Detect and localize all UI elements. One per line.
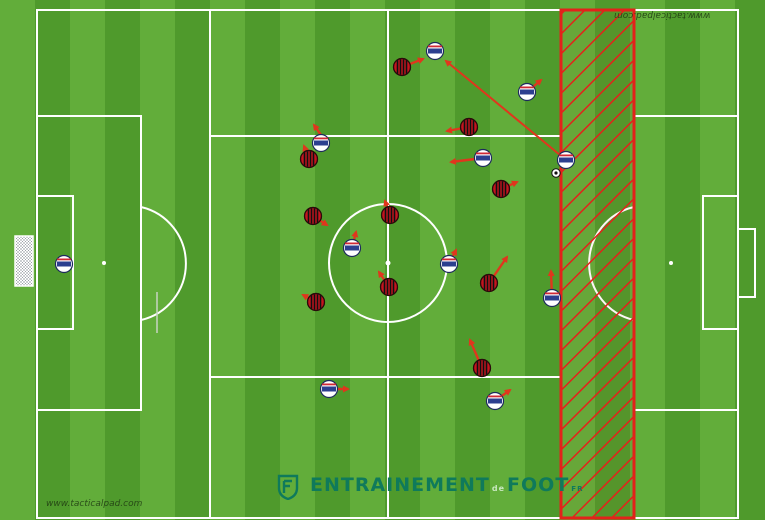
blue-white-shirt-icon[interactable]: [425, 41, 445, 61]
pass-arrow: [444, 59, 567, 161]
centre-spot: [385, 260, 391, 266]
red-black-striped-shirt-icon[interactable]: [303, 206, 323, 226]
shirt-trim: [520, 86, 534, 89]
left-penalty-arc: [140, 206, 187, 321]
red-black-striped-shirt-icon[interactable]: [479, 273, 499, 293]
grass-stripe: [105, 0, 140, 520]
goal-net-icon: [14, 235, 34, 287]
left-goal-area: [36, 195, 74, 330]
brand-text-de: de: [491, 484, 506, 493]
grass-stripe: [385, 0, 420, 520]
football-icon[interactable]: [551, 168, 561, 178]
shirt-band: [322, 386, 336, 392]
shirt-trim: [345, 242, 359, 245]
shirt-band: [545, 295, 559, 301]
grass-stripe: [665, 0, 700, 520]
shirt-band: [345, 245, 359, 251]
grass-stripe: [210, 0, 245, 520]
blue-white-shirt-icon[interactable]: [319, 379, 339, 399]
red-black-striped-shirt-icon[interactable]: [491, 179, 511, 199]
tacticalpad-watermark-top: www.tacticalpad.com: [614, 10, 711, 20]
shirt-band: [476, 155, 490, 161]
shirt-trim: [57, 258, 71, 261]
grass-stripe: [315, 0, 350, 520]
shirt-band: [442, 261, 456, 267]
shirt-trim: [314, 137, 328, 140]
shirt-trim: [476, 152, 490, 155]
shirt-band: [314, 140, 328, 146]
grass-stripe: [490, 0, 525, 520]
blue-white-shirt-icon[interactable]: [485, 391, 505, 411]
blue-white-goalkeeper-icon[interactable]: [54, 254, 74, 274]
blue-white-shirt-icon[interactable]: [556, 150, 576, 170]
blue-white-shirt-icon[interactable]: [542, 288, 562, 308]
players: [54, 41, 576, 411]
blue-white-shirt-icon[interactable]: [517, 82, 537, 102]
tacticalpad-watermark-bottom: www.tacticalpad.com: [46, 499, 143, 509]
grass-stripe: [630, 0, 665, 520]
highlighted-zone: [559, 8, 636, 520]
red-black-striped-shirt-icon[interactable]: [306, 292, 326, 312]
grass-stripe: [280, 0, 315, 520]
grass-stripe: [455, 0, 490, 520]
shirt-band: [428, 48, 442, 54]
shirt-trim: [545, 292, 559, 295]
blue-white-shirt-icon[interactable]: [311, 133, 331, 153]
left-penalty-spot: [102, 261, 106, 265]
shirt-band: [488, 398, 502, 404]
grass-stripe: [735, 0, 765, 520]
red-black-striped-shirt-icon[interactable]: [459, 117, 479, 137]
blue-white-shirt-icon[interactable]: [473, 148, 493, 168]
right-penalty-spot: [669, 261, 673, 265]
brand-text-entrainement: ENTRAINEMENT: [310, 474, 490, 496]
shirt-band: [57, 261, 71, 267]
red-black-striped-shirt-icon[interactable]: [392, 57, 412, 77]
red-black-striped-shirt-icon[interactable]: [472, 358, 492, 378]
entrainement-de-foot-logo: ENTRAINEMENT de FOOT FR: [276, 474, 583, 500]
right-goal-frame: [737, 228, 756, 298]
brand-text-fr: FR: [571, 485, 584, 493]
shirt-trim: [322, 383, 336, 386]
grass-stripe: [525, 0, 560, 520]
brand-shield-icon: [277, 474, 299, 500]
brand-text-foot: FOOT: [507, 474, 570, 496]
blue-white-shirt-icon[interactable]: [439, 254, 459, 274]
red-black-striped-shirt-icon[interactable]: [299, 149, 319, 169]
grass-stripe: [175, 0, 210, 520]
shirt-band: [520, 89, 534, 95]
grass-stripe: [700, 0, 735, 520]
shirt-trim: [488, 395, 502, 398]
grass-stripe: [350, 0, 385, 520]
red-black-striped-shirt-icon[interactable]: [380, 205, 400, 225]
red-black-striped-shirt-icon[interactable]: [379, 277, 399, 297]
blue-white-shirt-icon[interactable]: [342, 238, 362, 258]
grass-stripe: [140, 0, 175, 520]
shirt-band: [559, 157, 573, 163]
run-arrow: [312, 123, 322, 136]
shirt-trim: [428, 45, 442, 48]
grass-stripe: [70, 0, 105, 520]
shirt-trim: [559, 154, 573, 157]
shirt-trim: [442, 258, 456, 261]
grass-stripe: [245, 0, 280, 520]
